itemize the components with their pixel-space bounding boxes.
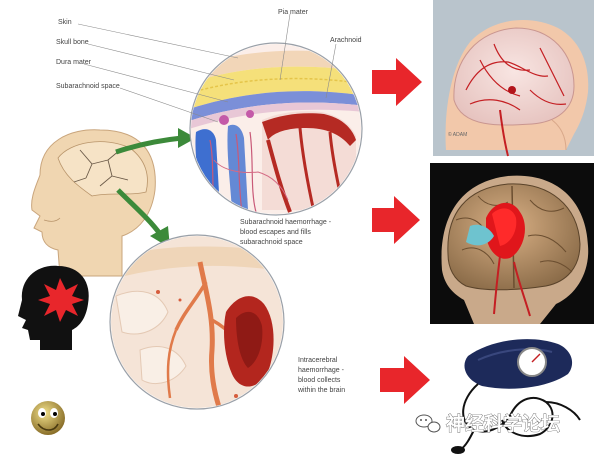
label-pia-mater: Pia mater bbox=[278, 9, 309, 16]
label-subarachnoid-space: Subarachnoid space bbox=[56, 83, 120, 90]
red-arrow-1 bbox=[372, 58, 422, 106]
intracerebral-cross-section bbox=[109, 234, 285, 410]
red-arrow-2 bbox=[372, 196, 420, 244]
label-ich-line-2: haemorrhage - bbox=[298, 367, 345, 374]
label-skin: Skin bbox=[58, 19, 72, 26]
label-ich-line-1: Intracerebral bbox=[298, 357, 338, 364]
label-skull-bone: Skull bone bbox=[56, 39, 89, 46]
label-ich-line-3: blood collects bbox=[298, 377, 341, 384]
chat-icon bbox=[415, 414, 441, 433]
subarachnoid-cross-section bbox=[189, 42, 363, 216]
label-arachnoid: Arachnoid bbox=[330, 37, 362, 44]
watermark-text: 神经科学论坛 bbox=[446, 412, 560, 435]
label-sah-line-1: Subarachnoid haemorrhage - bbox=[240, 219, 332, 226]
brain-head-illustration: © ADAM bbox=[433, 0, 594, 157]
headache-icon bbox=[18, 265, 89, 350]
blood-pressure-cuff bbox=[451, 339, 581, 454]
watermark: 神经科学论坛 bbox=[415, 412, 560, 435]
green-arrow-upper-head bbox=[178, 128, 196, 148]
label-sah-line-3: subarachnoid space bbox=[240, 239, 303, 246]
green-arrow-upper bbox=[115, 135, 183, 155]
green-arrow-lower bbox=[116, 188, 163, 236]
head-profile bbox=[31, 129, 156, 277]
svg-text:© ADAM: © ADAM bbox=[448, 131, 467, 138]
label-dura-mater: Dura mater bbox=[56, 59, 92, 66]
brain-haemorrhage-photo bbox=[430, 163, 594, 324]
label-ich-line-4: within the brain bbox=[297, 387, 345, 394]
label-leaders bbox=[77, 13, 337, 123]
smiley-icon bbox=[31, 401, 65, 435]
label-sah-line-2: blood escapes and fills bbox=[240, 229, 311, 236]
red-arrow-3 bbox=[380, 356, 430, 404]
